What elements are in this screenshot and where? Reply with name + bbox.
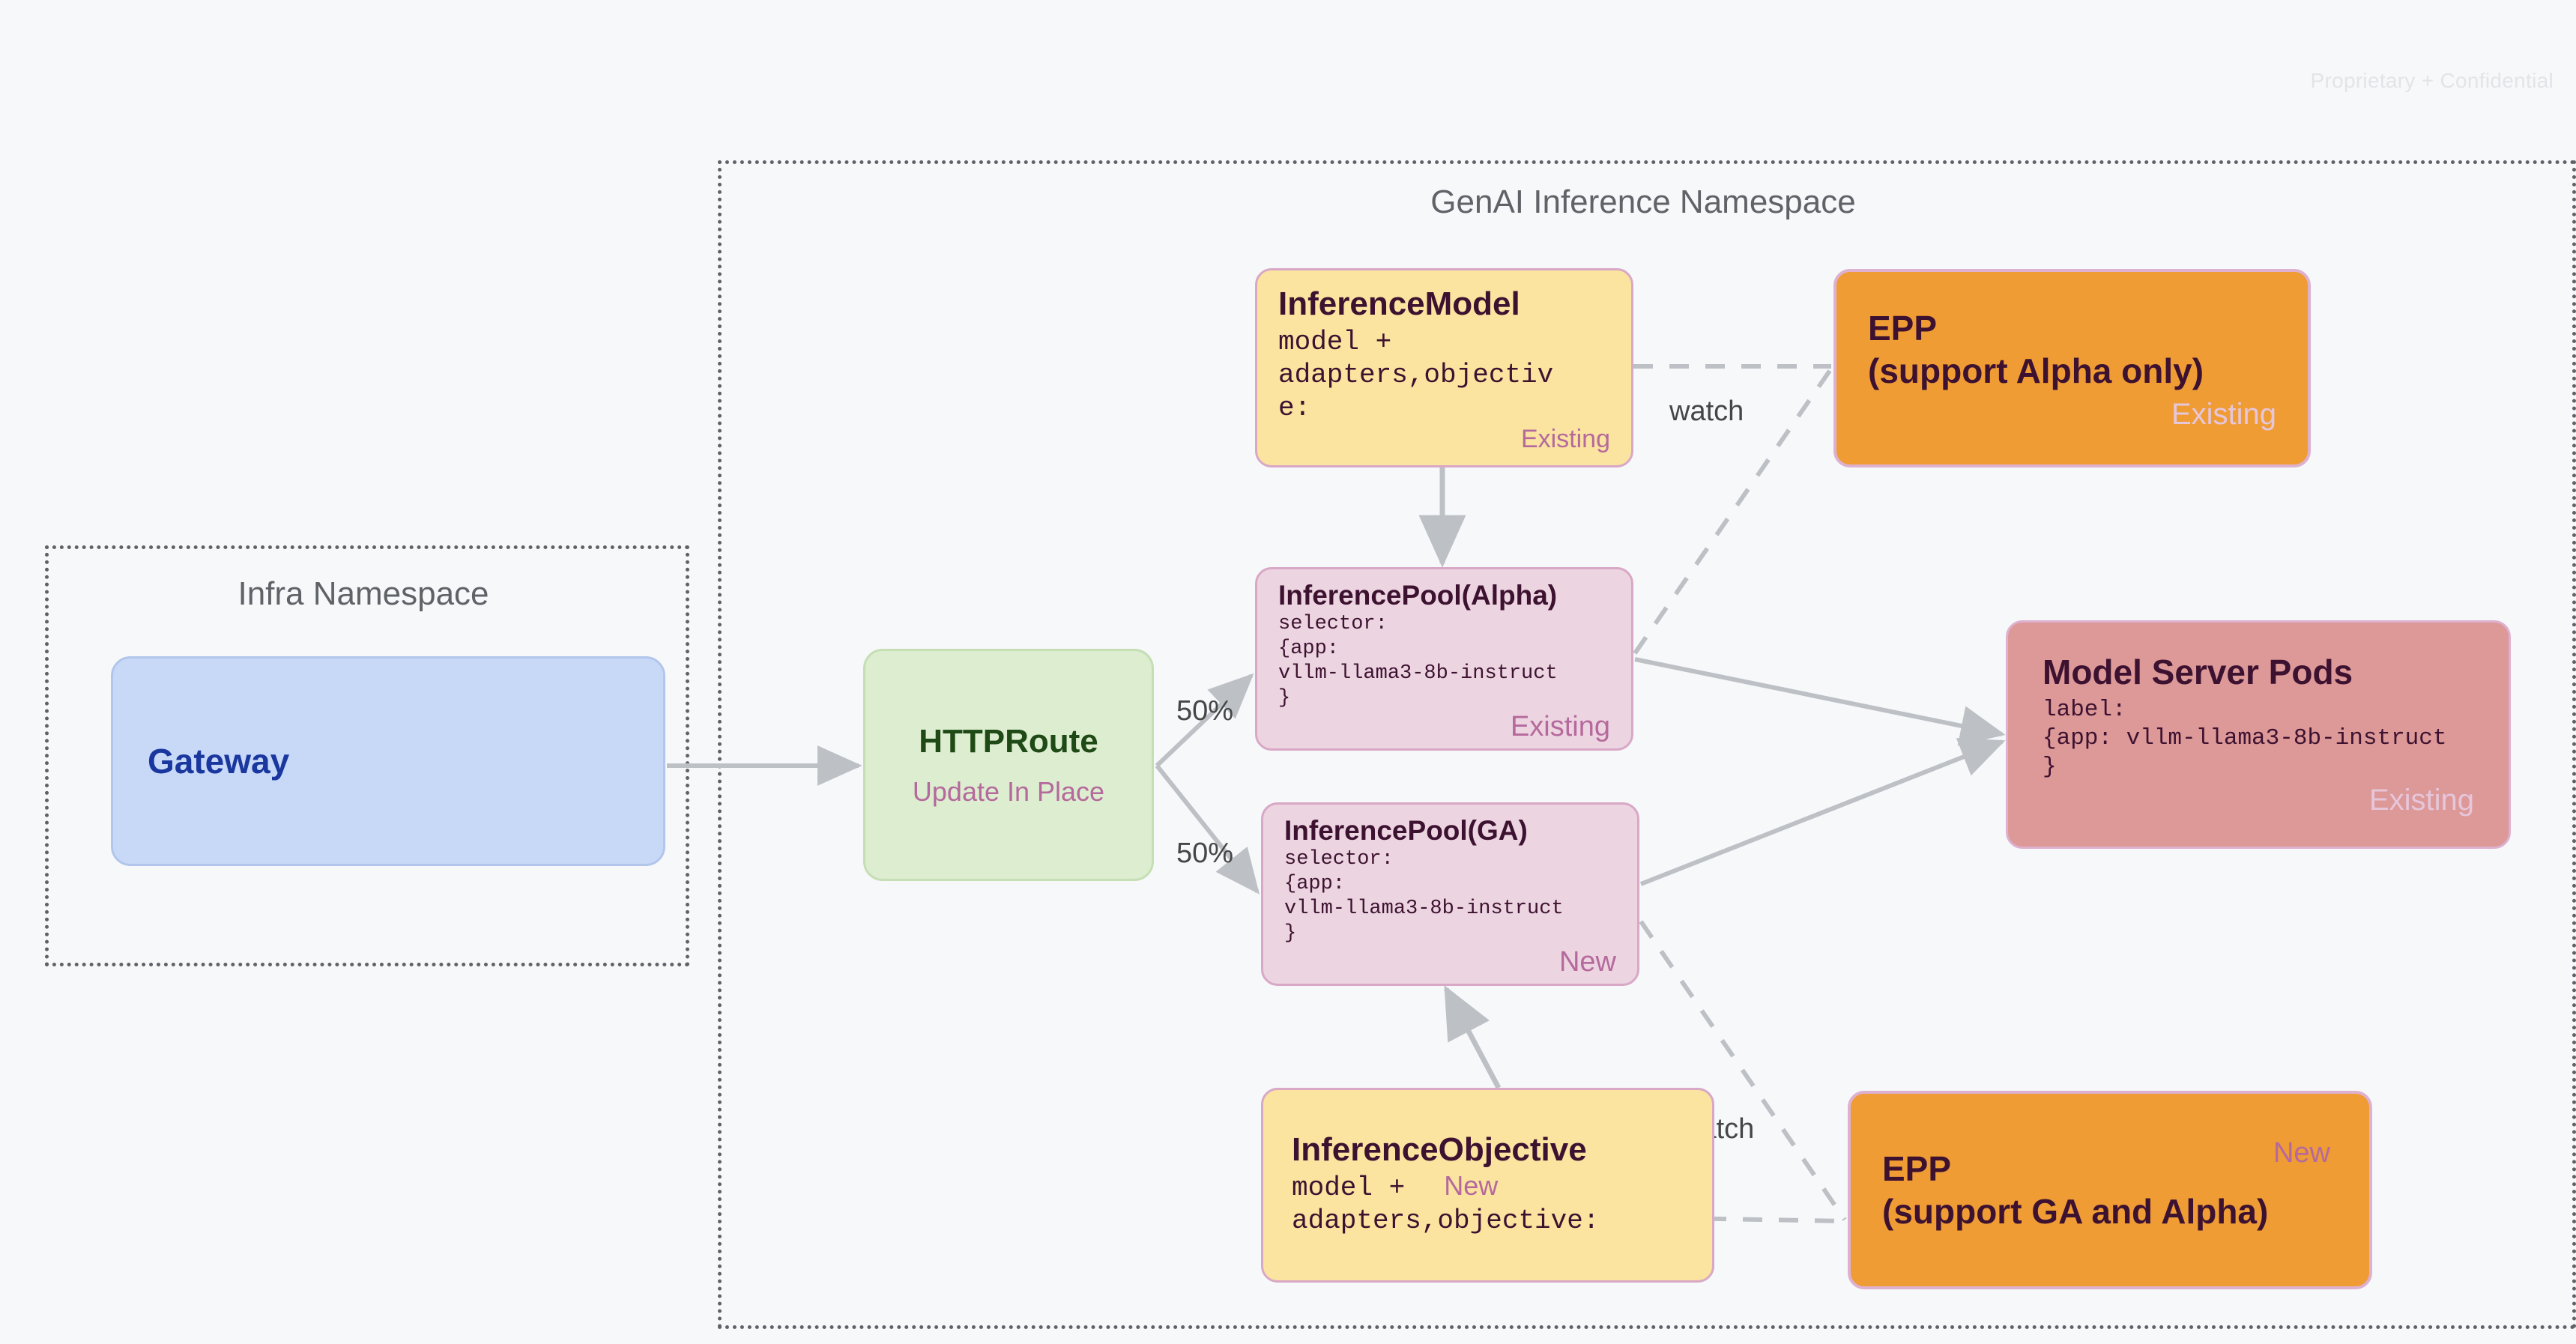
model-server-pods-title: Model Server Pods xyxy=(2043,652,2353,691)
inference-pool-ga-title: InferencePool(GA) xyxy=(1284,815,1528,846)
node-epp-ga[interactable]: New EPP (support GA and Alpha) xyxy=(1848,1091,2372,1289)
model-server-pods-tag: Existing xyxy=(2368,784,2474,817)
inference-pool-alpha-title: InferencePool(Alpha) xyxy=(1278,580,1558,611)
epp-ga-title-line2: (support GA and Alpha) xyxy=(1882,1191,2269,1231)
gateway-title: Gateway xyxy=(148,741,290,781)
inference-pool-ga-tag: New xyxy=(1558,945,1616,978)
node-model-server-pods[interactable]: Model Server Pods label: {app: vllm-llam… xyxy=(2006,620,2511,849)
edge-label-split-top: 50% xyxy=(1176,695,1234,727)
infra-namespace-title: Infra Namespace xyxy=(238,575,489,612)
inference-model-tag: Existing xyxy=(1520,424,1610,453)
infra-namespace-container xyxy=(45,545,689,966)
epp-alpha-title-line1: EPP xyxy=(1868,309,1938,348)
node-epp-alpha[interactable]: EPP (support Alpha only) Existing xyxy=(1833,269,2311,467)
genai-namespace-container xyxy=(718,160,2576,1329)
inference-objective-body-line1: model + xyxy=(1292,1172,1406,1204)
inference-objective-tag: New xyxy=(1444,1170,1499,1202)
model-server-pods-body: label: {app: vllm-llama3-8b-instruct } xyxy=(2043,696,2447,780)
epp-alpha-tag: Existing xyxy=(2171,397,2276,431)
node-httproute[interactable]: HTTPRoute Update In Place xyxy=(863,649,1154,881)
node-inference-objective[interactable]: InferenceObjective model + New adapters,… xyxy=(1261,1088,1714,1283)
httproute-tag: Update In Place xyxy=(912,776,1105,808)
inference-model-title: InferenceModel xyxy=(1278,285,1520,322)
inference-model-body: model + adapters,objectiv e: xyxy=(1278,327,1554,423)
node-inference-pool-ga[interactable]: InferencePool(GA) selector: {app: vllm-l… xyxy=(1261,802,1639,986)
epp-ga-title-line1: EPP xyxy=(1882,1149,1952,1189)
inference-pool-alpha-tag: Existing xyxy=(1510,710,1610,742)
edge-label-watch-top: watch xyxy=(1669,396,1744,427)
confidential-notice: Proprietary + Confidential xyxy=(2310,69,2554,92)
inference-pool-ga-body: selector: {app: vllm-llama3-8b-instruct … xyxy=(1284,847,1564,945)
inference-pool-alpha-body: selector: {app: vllm-llama3-8b-instruct … xyxy=(1278,612,1558,709)
epp-ga-tag: New xyxy=(2273,1137,2330,1169)
node-inference-pool-alpha[interactable]: InferencePool(Alpha) selector: {app: vll… xyxy=(1255,567,1633,751)
node-inference-model[interactable]: InferenceModel model + adapters,objectiv… xyxy=(1255,268,1633,467)
node-gateway[interactable]: Gateway xyxy=(111,656,665,866)
httproute-title: HTTPRoute xyxy=(919,722,1098,760)
epp-alpha-title-line2: (support Alpha only) xyxy=(1868,351,2204,390)
inference-objective-title: InferenceObjective xyxy=(1292,1131,1587,1168)
genai-namespace-title: GenAI Inference Namespace xyxy=(1430,184,1856,220)
edge-label-split-bottom: 50% xyxy=(1176,838,1234,869)
inference-objective-body-line2: adapters,objective: xyxy=(1292,1205,1600,1237)
